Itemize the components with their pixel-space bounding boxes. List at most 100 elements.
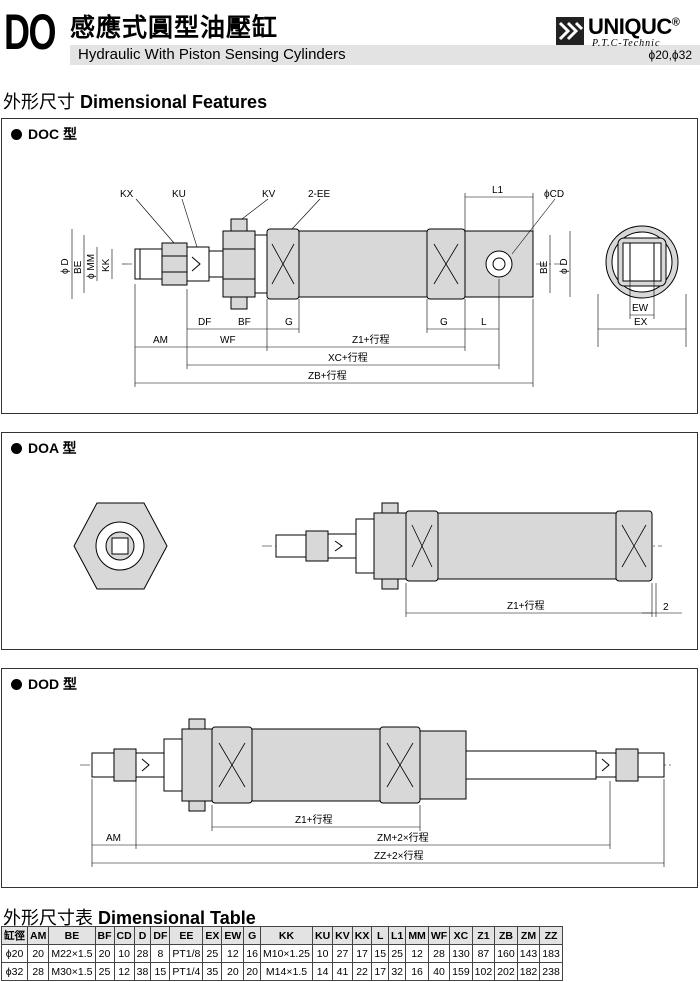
table-cell: 10 — [311, 944, 334, 963]
label-kx: KX — [120, 189, 134, 200]
label-ee: 2-EE — [308, 189, 331, 200]
table-cell: 238 — [539, 962, 563, 981]
table-cell: 8 — [150, 944, 171, 963]
doa-label-2: 2 — [663, 602, 669, 613]
dod-label-zm: ZM+2×行程 — [377, 831, 429, 844]
table-cell: M14×1.5 — [260, 962, 313, 981]
table-cell: 40 — [427, 962, 451, 981]
table-header-cell: EW — [221, 926, 245, 945]
table-cell: 27 — [332, 944, 353, 963]
table-cell: 182 — [516, 962, 541, 981]
table-cell: 202 — [494, 962, 518, 981]
table-cell: 12 — [113, 962, 135, 981]
table-cell: 159 — [449, 962, 473, 981]
bullet-icon — [11, 443, 22, 454]
registered-mark: ® — [671, 16, 680, 29]
table-cell: 20 — [26, 944, 50, 963]
table-title-en: Dimensional Table — [98, 908, 256, 928]
table-cell: 17 — [371, 962, 390, 981]
table-header-cell: KX — [351, 926, 373, 945]
table-header-cell: ZM — [516, 926, 541, 945]
table-cell: 41 — [332, 962, 353, 981]
label-ku: KU — [172, 189, 186, 200]
label-kk: KK — [101, 258, 112, 272]
table-cell: 16 — [405, 962, 429, 981]
table-cell: 25 — [388, 944, 407, 963]
series-code: DO — [4, 4, 57, 60]
label-xc: XC+行程 — [328, 351, 368, 364]
table-cell: M30×1.5 — [48, 962, 96, 981]
label-g2: G — [440, 317, 448, 328]
doa-label-z1: Z1+行程 — [507, 599, 545, 612]
table-header-cell: DF — [150, 926, 171, 945]
product-title-cn: 感應式圓型油壓缸 — [70, 13, 279, 42]
label-z1: Z1+行程 — [352, 333, 390, 346]
table-header-cell: KU — [311, 926, 334, 945]
table-header-cell: L — [371, 926, 390, 945]
table-cell: 25 — [94, 962, 115, 981]
label-l: L — [481, 317, 487, 328]
table-cell: 28 — [133, 944, 152, 963]
bullet-icon — [11, 129, 22, 140]
table-title: 外形尺寸表 Dimensional Table — [3, 904, 256, 930]
table-cell: M10×1.25 — [260, 944, 313, 963]
table-cell: PT1/4 — [169, 962, 204, 981]
table-cell: 20 — [221, 962, 245, 981]
table-header-cell: ZZ — [539, 926, 563, 945]
table-cell: 10 — [113, 944, 135, 963]
label-mm: ϕ MM — [86, 254, 97, 279]
product-title-en: Hydraulic With Piston Sensing Cylinders — [78, 46, 346, 63]
table-cell: 20 — [243, 962, 261, 981]
table-header-cell: EE — [169, 926, 204, 945]
label-be-left: BE — [73, 260, 84, 274]
label-am: AM — [153, 335, 168, 346]
label-df: DF — [198, 317, 211, 328]
page-header: DO 感應式圓型油壓缸 Hydraulic With Piston Sensin… — [0, 0, 700, 72]
dod-drawing: Z1+行程 AM ZM+2×行程 ZZ+2×行程 — [80, 718, 674, 867]
table-header-cell: D — [133, 926, 152, 945]
table-cell: 14 — [311, 962, 334, 981]
table-cell: 183 — [539, 944, 563, 963]
label-be-right: BE — [539, 260, 550, 274]
label-zb: ZB+行程 — [308, 369, 347, 382]
table-header-cell: KV — [332, 926, 353, 945]
table-cell: 38 — [133, 962, 152, 981]
table-cell: 143 — [516, 944, 541, 963]
brand-logo: UNIQUC® P.T.C-Technic — [556, 14, 700, 49]
bullet-icon — [11, 679, 22, 690]
dod-label-zz: ZZ+2×行程 — [374, 849, 423, 862]
table-cell: 25 — [202, 944, 223, 963]
label-cd: ϕCD — [544, 189, 564, 200]
table-cell: 12 — [221, 944, 245, 963]
label-bf: BF — [238, 317, 251, 328]
table-cell: 22 — [351, 962, 373, 981]
doa-drawing: Z1+行程 2 — [73, 502, 682, 617]
table-header-cell: ZB — [494, 926, 518, 945]
dod-label-am: AM — [106, 833, 121, 844]
table-cell: 102 — [471, 962, 496, 981]
table-cell: ϕ20 — [1, 944, 28, 963]
table-header-cell: MM — [405, 926, 429, 945]
table-header-cell: L1 — [388, 926, 407, 945]
table-header-cell: AM — [26, 926, 50, 945]
table-header-cell: G — [243, 926, 261, 945]
product-title-band: Hydraulic With Piston Sensing Cylinders — [70, 45, 700, 65]
table-cell: 160 — [494, 944, 518, 963]
table-cell: 12 — [405, 944, 429, 963]
table-cell: M22×1.5 — [48, 944, 96, 963]
table-cell: 16 — [243, 944, 261, 963]
table-cell: 17 — [351, 944, 373, 963]
table-header-cell: KK — [260, 926, 313, 945]
table-header-cell: EX — [202, 926, 223, 945]
brand-name: UNIQUC — [588, 14, 672, 39]
table-header-cell: WF — [427, 926, 451, 945]
label-g1: G — [285, 317, 293, 328]
table-cell: 28 — [26, 962, 50, 981]
section-title-en: Dimensional Features — [80, 92, 268, 112]
table-cell: 15 — [150, 962, 171, 981]
label-ew: EW — [632, 303, 649, 314]
